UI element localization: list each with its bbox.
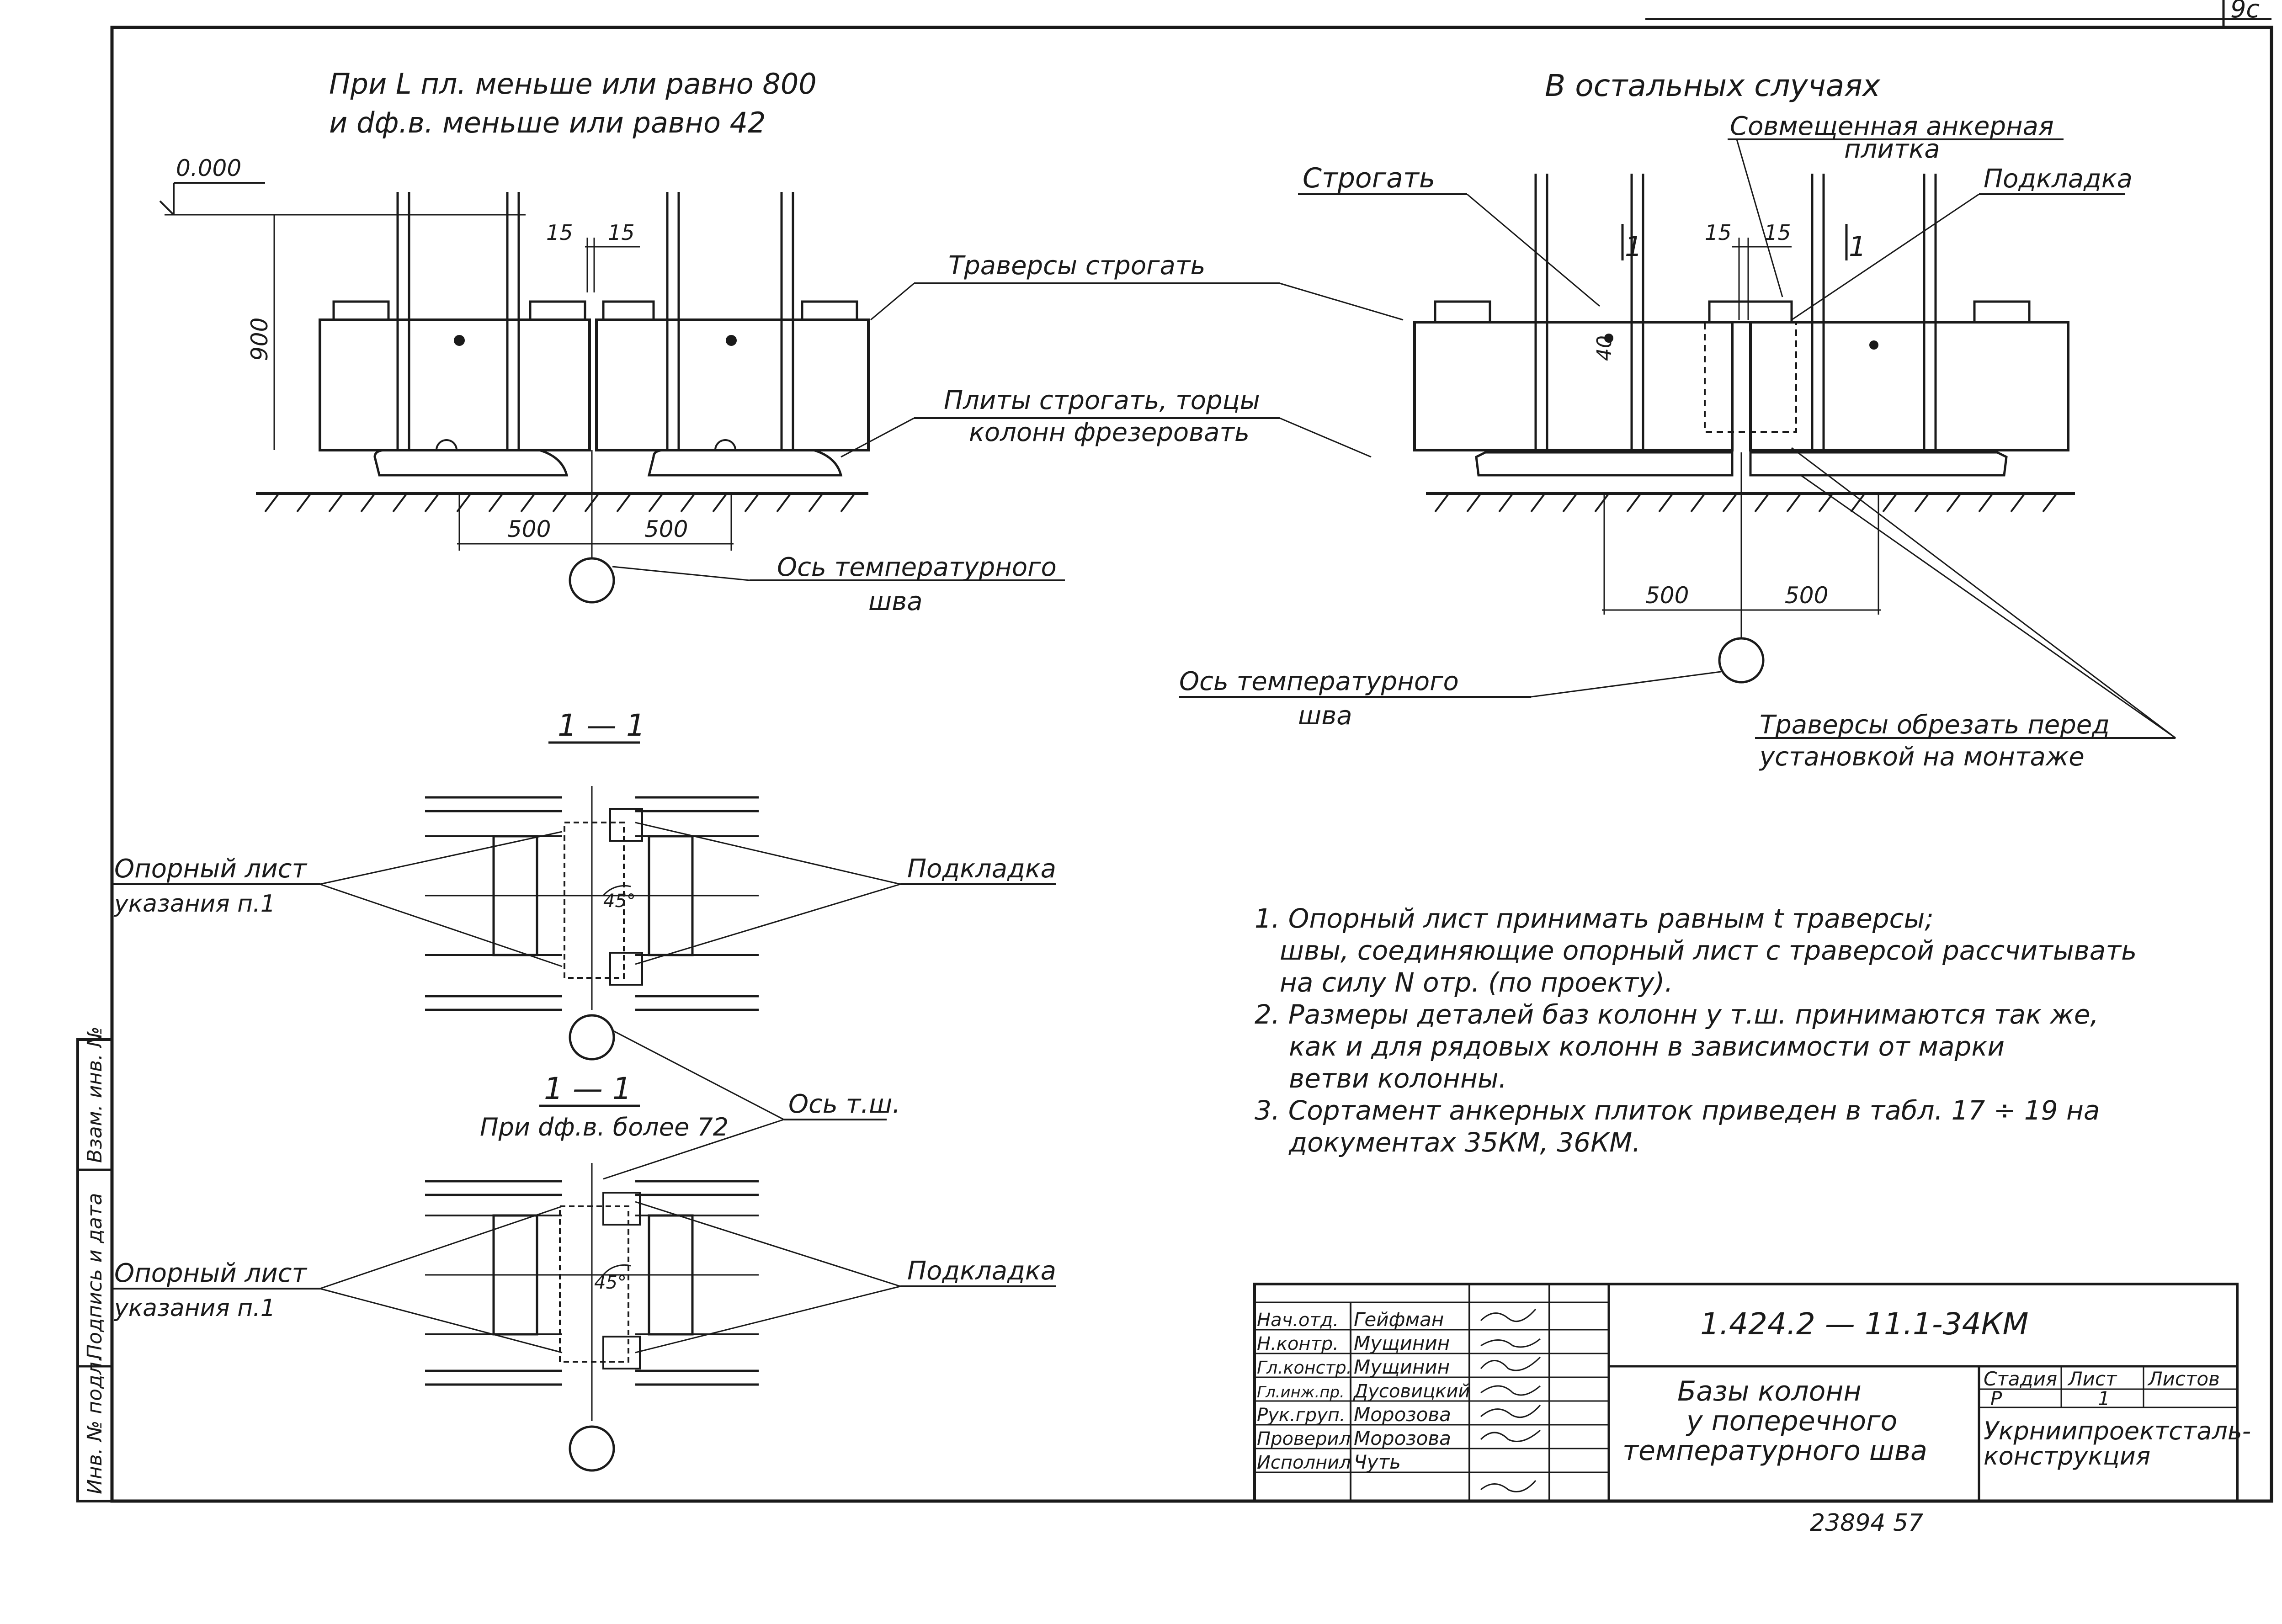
section-a-angle: 45°: [603, 891, 636, 912]
archive-number: 23894 57: [1810, 1509, 1923, 1537]
staff-role-5: Рук.груп.: [1257, 1405, 1346, 1426]
signature-4: [1480, 1385, 1541, 1396]
staff-role-1: Нач.отд.: [1257, 1310, 1339, 1331]
sheets-label: Листов: [2147, 1368, 2220, 1390]
section-mark-right: 1: [1849, 231, 1866, 263]
left-elevation: При L пл. меньше или равно 800 и dф.в. м…: [159, 67, 1065, 616]
combined-plate-line2: плитка: [1844, 134, 1940, 164]
right-gap-left: 15: [1705, 220, 1732, 245]
section-b: 1 — 1 При dф.в. более 72 Ось т.ш. 45° Оп…: [112, 1030, 1056, 1472]
stage-label: Стадия: [1984, 1368, 2057, 1390]
staff-name-4: Дусовицкий: [1353, 1381, 1470, 1402]
section-b-support-line2: указания п.1: [113, 1295, 276, 1322]
note-line-2: швы, соединяющие опорный лист с траверсо…: [1280, 935, 2137, 966]
organisation-line-1: Укрниипроектсталь-: [1984, 1417, 2251, 1445]
height-dimension: 900: [246, 318, 273, 361]
sheet-frame: 9с: [110, 0, 2273, 1503]
inv-original-label: Инв. № подл.: [83, 1355, 106, 1494]
combined-plate-line1: Совмещенная анкерная: [1730, 111, 2054, 141]
section-b-shim-label: Подкладка: [907, 1256, 1056, 1286]
section-a-title: 1 — 1: [558, 708, 645, 743]
right-heading: В остальных случаях: [1545, 68, 1881, 103]
section-b-axis-label: Ось т.ш.: [788, 1089, 900, 1119]
signature-6: [1480, 1429, 1541, 1442]
signature-1: [1480, 1309, 1537, 1322]
axis-marker: [569, 557, 615, 604]
left-heading-line2: и dф.в. меньше или равно 42: [329, 106, 766, 139]
note-line-6: ветви колонны.: [1289, 1063, 1507, 1094]
section-b-title: 1 — 1: [544, 1071, 632, 1106]
staff-role-6: Проверил: [1257, 1428, 1351, 1449]
bottom-dimension-right: 500: [644, 516, 688, 542]
left-stamp-strip: Инв. № подл. Подпись и дата Взам. инв. №: [76, 1026, 113, 1502]
section-b-axis-marker: [569, 1425, 615, 1472]
traverse-plane-label: Траверсы строгать: [948, 251, 1205, 281]
staff-name-1: Гейфман: [1354, 1308, 1444, 1331]
signature-7: [1480, 1480, 1537, 1492]
right-dimension-left: 500: [1645, 582, 1689, 609]
note-line-8: документах 35КМ, 36КМ.: [1288, 1127, 1641, 1158]
sheet-mark: 9с: [2230, 0, 2260, 23]
section-b-support-line1: Опорный лист: [114, 1258, 308, 1288]
signature-3: [1480, 1356, 1541, 1371]
sheet-value: 1: [2098, 1387, 2110, 1410]
section-b-subtitle: При dф.в. более 72: [480, 1113, 729, 1141]
right-axis-marker: [1718, 637, 1765, 684]
section-a-support-line2: указания п.1: [113, 890, 276, 918]
note-line-5: как и для рядовых колонн в зависимости о…: [1289, 1031, 2005, 1062]
section-a-support-line1: Опорный лист: [114, 854, 308, 884]
sheet-label: Лист: [2067, 1368, 2117, 1390]
gap-left-dimension: 15: [546, 220, 573, 245]
staff-role-4: Гл.инж.пр.: [1257, 1383, 1345, 1401]
staff-name-7: Чуть: [1354, 1451, 1401, 1473]
title-line-1: Базы колонн: [1677, 1375, 1862, 1407]
document-code: 1.424.2 — 11.1-34КМ: [1700, 1306, 2028, 1342]
title-line-3: температурного шва: [1622, 1435, 1927, 1467]
section-a: 1 — 1 45° Опорный лист указания п.1 Подк…: [112, 708, 1056, 1061]
general-notes: 1. Опорный лист принимать равным t траве…: [1255, 903, 2137, 1158]
staff-name-3: Мущинин: [1354, 1356, 1450, 1378]
note-line-3: на силу N отр. (по проекту).: [1280, 967, 1673, 998]
signature-2: [1480, 1338, 1541, 1348]
cut-note-line2: установкой на монтаже: [1759, 742, 2085, 772]
section-a-axis-marker: [569, 1014, 615, 1061]
title-line-2: у поперечного: [1686, 1405, 1897, 1437]
right-gap-right: 15: [1764, 220, 1791, 245]
axis-label-line2: шва: [868, 587, 923, 616]
title-block: Нач.отд. Гейфман Н.контр. Мущинин Гл.кон…: [1253, 1283, 2251, 1502]
section-mark-left: 1: [1625, 231, 1642, 263]
right-dimension-right: 500: [1785, 582, 1828, 609]
section-a-shim-label: Подкладка: [907, 854, 1056, 884]
section-b-angle: 45°: [594, 1272, 627, 1293]
right-shim-label: Подкладка: [1984, 164, 2133, 194]
right-axis-line2: шва: [1298, 701, 1352, 731]
replace-inv-label: Взам. инв. №: [83, 1026, 106, 1163]
cut-note-line1: Траверсы обрезать перед: [1760, 710, 2110, 740]
middle-callouts: Траверсы строгать Плиты строгать, торцы …: [840, 251, 1404, 458]
sign-date-label: Подпись и дата: [83, 1193, 106, 1359]
note-line-7: 3. Сортамент анкерных плиток приведен в …: [1255, 1095, 2100, 1126]
staff-name-6: Морозова: [1354, 1427, 1451, 1449]
level-mark: 0.000: [176, 155, 241, 181]
left-heading-line1: При L пл. меньше или равно 800: [329, 67, 817, 101]
staff-name-5: Морозова: [1354, 1403, 1451, 1426]
note-line-4: 2. Размеры деталей баз колонн у т.ш. при…: [1255, 999, 2099, 1030]
plates-label-line2: колонн фрезеровать: [969, 418, 1250, 447]
stage-value: Р: [1990, 1387, 2002, 1410]
organisation-line-2: конструкция: [1984, 1442, 2150, 1470]
plates-label-line1: Плиты строгать, торцы: [944, 386, 1260, 415]
axis-label-line1: Ось температурного: [777, 552, 1057, 582]
gap-right-dimension: 15: [608, 220, 635, 245]
note-line-1: 1. Опорный лист принимать равным t траве…: [1255, 903, 1934, 934]
staff-role-3: Гл.констр.: [1257, 1358, 1352, 1378]
plane-label: Строгать: [1303, 162, 1435, 194]
staff-role-7: Исполнил: [1257, 1452, 1351, 1473]
staff-name-2: Мущинин: [1354, 1332, 1450, 1354]
staff-role-2: Н.контр.: [1257, 1333, 1339, 1354]
bottom-dimension-left: 500: [507, 516, 551, 542]
right-elevation: В остальных случаях Совмещенная анкерная…: [1179, 68, 2176, 772]
signature-5: [1480, 1405, 1541, 1418]
right-axis-line1: Ось температурного: [1179, 667, 1459, 696]
